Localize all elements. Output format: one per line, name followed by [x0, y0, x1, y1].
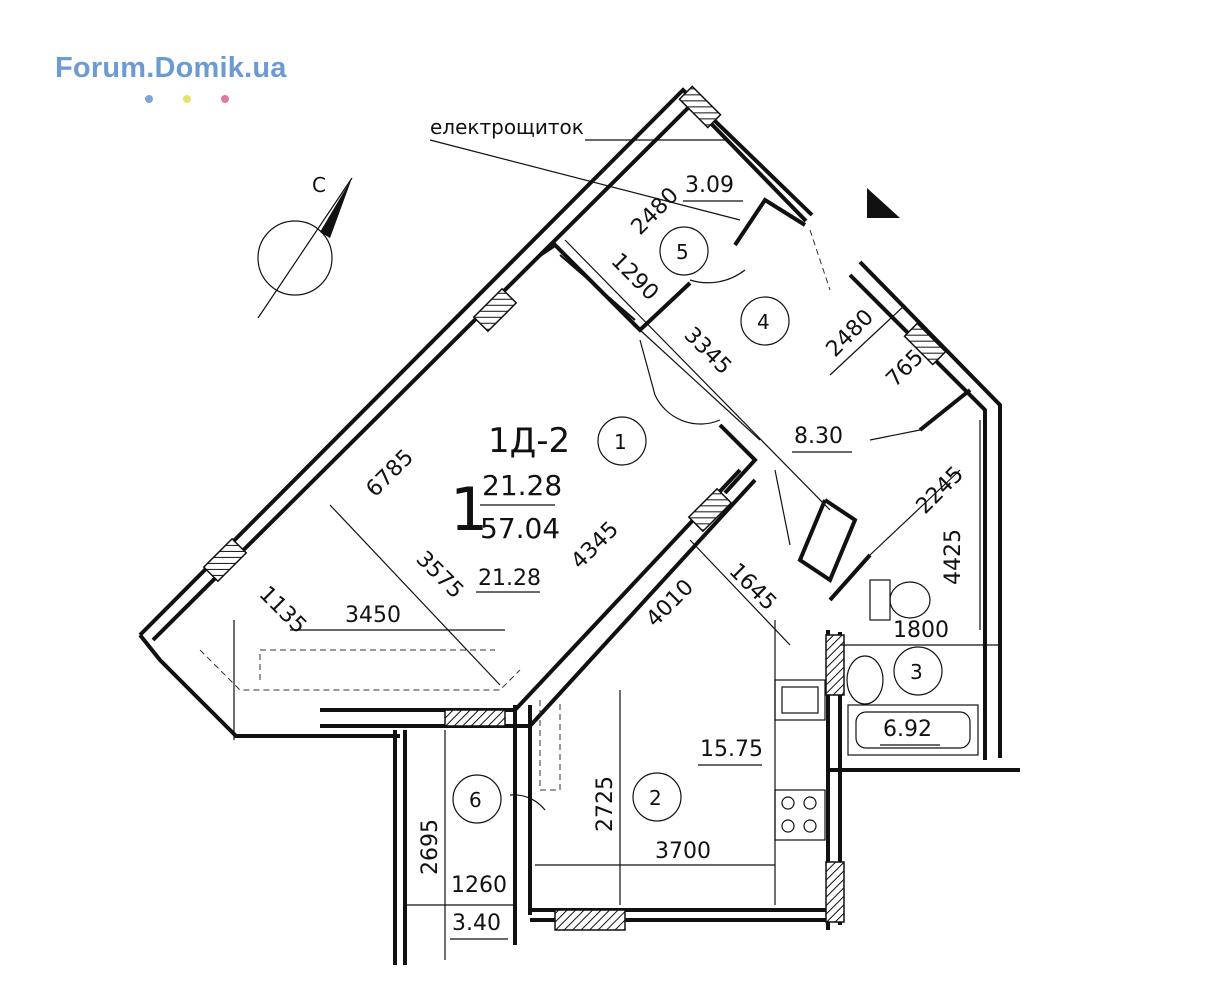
entrance-marker-icon	[867, 188, 900, 218]
stove-icon	[774, 789, 826, 841]
living-area: 21.28	[482, 469, 562, 502]
dim-2480-b: 2480	[822, 305, 879, 362]
svg-text:4: 4	[757, 310, 770, 334]
dim-3450: 3450	[345, 603, 401, 628]
svg-text:5: 5	[676, 240, 689, 264]
room-area-2: 15.75	[700, 737, 763, 762]
sink-icon	[774, 679, 826, 721]
panel-annotation: електрощиток	[430, 115, 584, 139]
room-number-5: 5	[659, 226, 709, 276]
svg-text:6: 6	[469, 788, 482, 812]
dim-4345: 4345	[567, 517, 624, 574]
room-area-5: 3.09	[685, 173, 734, 198]
compass-letter: С	[312, 173, 326, 197]
kitchen-fixtures	[774, 679, 826, 841]
bathtub-icon	[847, 704, 979, 756]
room-number-6: 6	[452, 774, 502, 824]
room-area-3: 6.92	[883, 717, 932, 742]
interior-walls	[320, 197, 972, 728]
dim-4010: 4010	[642, 575, 699, 632]
dim-1645: 1645	[724, 559, 781, 616]
rooms-count: 1	[450, 475, 488, 545]
room-area-4: 8.30	[794, 424, 843, 449]
logo-dot-pink	[221, 95, 229, 103]
room-number-4: 4	[740, 296, 790, 346]
columns	[202, 85, 947, 931]
dim-2725: 2725	[593, 776, 618, 832]
dimension-lines	[329, 139, 1000, 960]
dim-1800: 1800	[893, 618, 949, 643]
bathroom-fixtures	[846, 579, 979, 756]
dim-3345: 3345	[679, 323, 736, 380]
logo-dot-blue	[145, 95, 153, 103]
dim-3575: 3575	[411, 547, 468, 604]
logo-dot-yellow	[183, 95, 191, 103]
outer-walls	[138, 87, 1020, 965]
doors	[509, 229, 921, 811]
dim-1290: 1290	[606, 249, 663, 306]
washbasin-icon	[846, 655, 884, 705]
site-logo: Forum.Domik.ua	[55, 52, 287, 84]
room-area-1: 21.28	[478, 566, 541, 591]
dim-2695: 2695	[418, 819, 443, 875]
room-number-2: 2	[632, 772, 682, 822]
dim-6785: 6785	[362, 445, 419, 502]
apartment-code: 1Д-2	[488, 421, 570, 461]
room-number-3: 3	[893, 646, 943, 696]
svg-text:1: 1	[614, 430, 627, 454]
room-number-1: 1	[597, 416, 647, 466]
dim-3700: 3700	[655, 839, 711, 864]
total-area: 57.04	[480, 512, 560, 545]
dim-1260: 1260	[451, 873, 507, 898]
logo-dots	[145, 88, 259, 107]
svg-text:2: 2	[649, 786, 662, 810]
room-area-6: 3.40	[452, 911, 501, 936]
svg-text:3: 3	[910, 660, 923, 684]
compass-icon: С	[257, 173, 353, 319]
balcony-outline	[199, 620, 561, 791]
dim-4425: 4425	[941, 529, 966, 585]
toilet-icon	[889, 581, 931, 619]
